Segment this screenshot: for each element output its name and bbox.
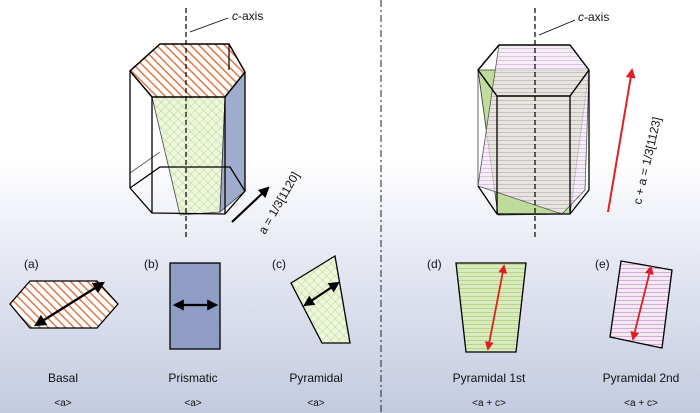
a-vector-label: a = 1/3[1120]: [255, 169, 302, 236]
panel-prismatic: (b) Prismatic <a>: [144, 257, 221, 409]
panel-pyramidal: (c) Pyramidal <a>: [272, 254, 351, 409]
left-pyramidal-plane: [151, 96, 226, 216]
basal-burgers-arrow: [33, 281, 106, 327]
panel-name-pyramidal-1st: Pyramidal 1st: [453, 371, 526, 385]
panel-letter-d: (d): [427, 257, 442, 271]
panel-letter-c: (c): [272, 257, 286, 271]
panel-slip-prismatic: <a>: [184, 398, 201, 409]
basal-plane-shape: [9, 280, 119, 329]
panel-name-basal: Basal: [48, 371, 78, 385]
pyramidal-burgers-arrow: [303, 281, 340, 307]
panel-pyramidal-1st: (d) Pyramidal 1st <a + c>: [427, 257, 527, 409]
panel-name-prismatic: Prismatic: [168, 371, 217, 385]
panel-name-pyramidal: Pyramidal: [289, 371, 342, 385]
left-basal-plane: [128, 43, 246, 98]
left-c-axis-label: c-axis: [232, 9, 263, 23]
panel-letter-b: (b): [144, 257, 159, 271]
panel-pyramidal-2nd: (e) Pyramidal 2nd <a + c>: [595, 257, 679, 409]
right-hexagonal-prism: [477, 44, 590, 216]
right-c-axis-label: c-axis: [578, 10, 609, 24]
panel-slip-pyramidal: <a>: [307, 398, 324, 409]
panel-basal: (a) Basal <a>: [9, 257, 119, 409]
panel-letter-e: (e): [595, 257, 610, 271]
panel-slip-pyramidal-1st: <a + c>: [472, 398, 506, 409]
pyramidal-plane-shape: [290, 254, 351, 344]
a-vector-arrow: [231, 186, 270, 223]
pyramidal-1st-plane-shape: [455, 262, 527, 353]
panel-slip-pyramidal-2nd: <a + c>: [624, 398, 658, 409]
panel-name-pyramidal-2nd: Pyramidal 2nd: [603, 371, 680, 385]
pyramidal-2nd-burgers-arrow: [630, 265, 654, 341]
left-hexagonal-prism: [128, 43, 246, 216]
c-plus-a-vector-label: c + a = 1/3[1123]: [630, 116, 664, 206]
pyramidal-1st-burgers-arrow: [484, 264, 508, 351]
c-plus-a-vector-arrow: [607, 68, 636, 213]
panel-letter-a: (a): [24, 257, 39, 271]
panel-slip-basal: <a>: [54, 398, 71, 409]
